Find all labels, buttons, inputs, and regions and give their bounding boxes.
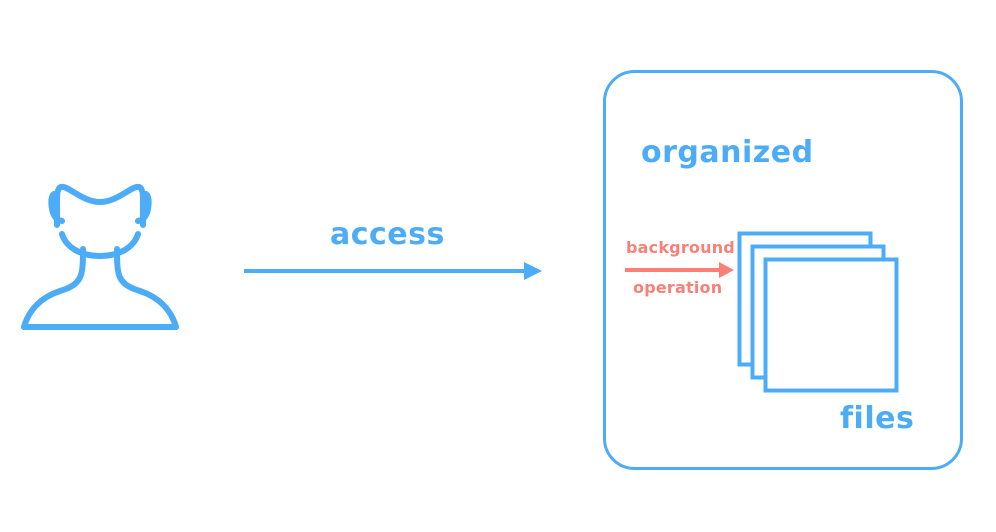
background-label: background [626, 238, 735, 257]
file-square-front [763, 257, 899, 393]
person-silhouette-icon [21, 183, 179, 330]
access-label: access [330, 217, 445, 252]
organized-label: organized [641, 135, 814, 170]
files-label: files [840, 401, 915, 436]
access-arrow [244, 262, 542, 280]
background-operation-arrow [625, 262, 734, 278]
organized-container [603, 70, 963, 470]
operation-label: operation [633, 278, 723, 297]
stacked-files-icon [737, 231, 899, 393]
